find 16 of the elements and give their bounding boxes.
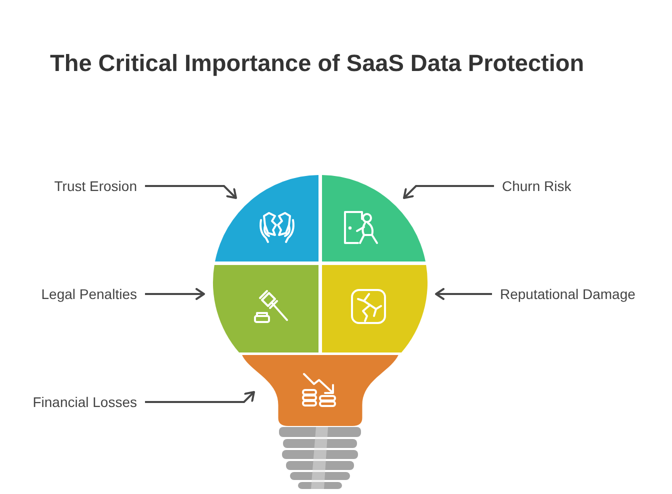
arrow	[145, 288, 205, 300]
bulb-segment	[322, 264, 427, 352]
callout-text: Churn Risk	[502, 178, 572, 194]
bulb-segment	[322, 175, 426, 262]
arrow	[435, 288, 492, 300]
title: The Critical Importance of SaaS Data Protection	[50, 49, 584, 78]
bulb-segment	[242, 355, 398, 426]
bulb-segment	[214, 175, 318, 262]
bulb-segment	[213, 264, 318, 352]
arrow	[145, 391, 255, 403]
callout-text: Trust Erosion	[54, 178, 137, 194]
callout-text: Legal Penalties	[41, 286, 137, 302]
arrow	[403, 185, 494, 199]
callout-text: Reputational Damage	[500, 286, 636, 302]
callout-text: Financial Losses	[32, 394, 137, 410]
arrow	[145, 185, 237, 199]
